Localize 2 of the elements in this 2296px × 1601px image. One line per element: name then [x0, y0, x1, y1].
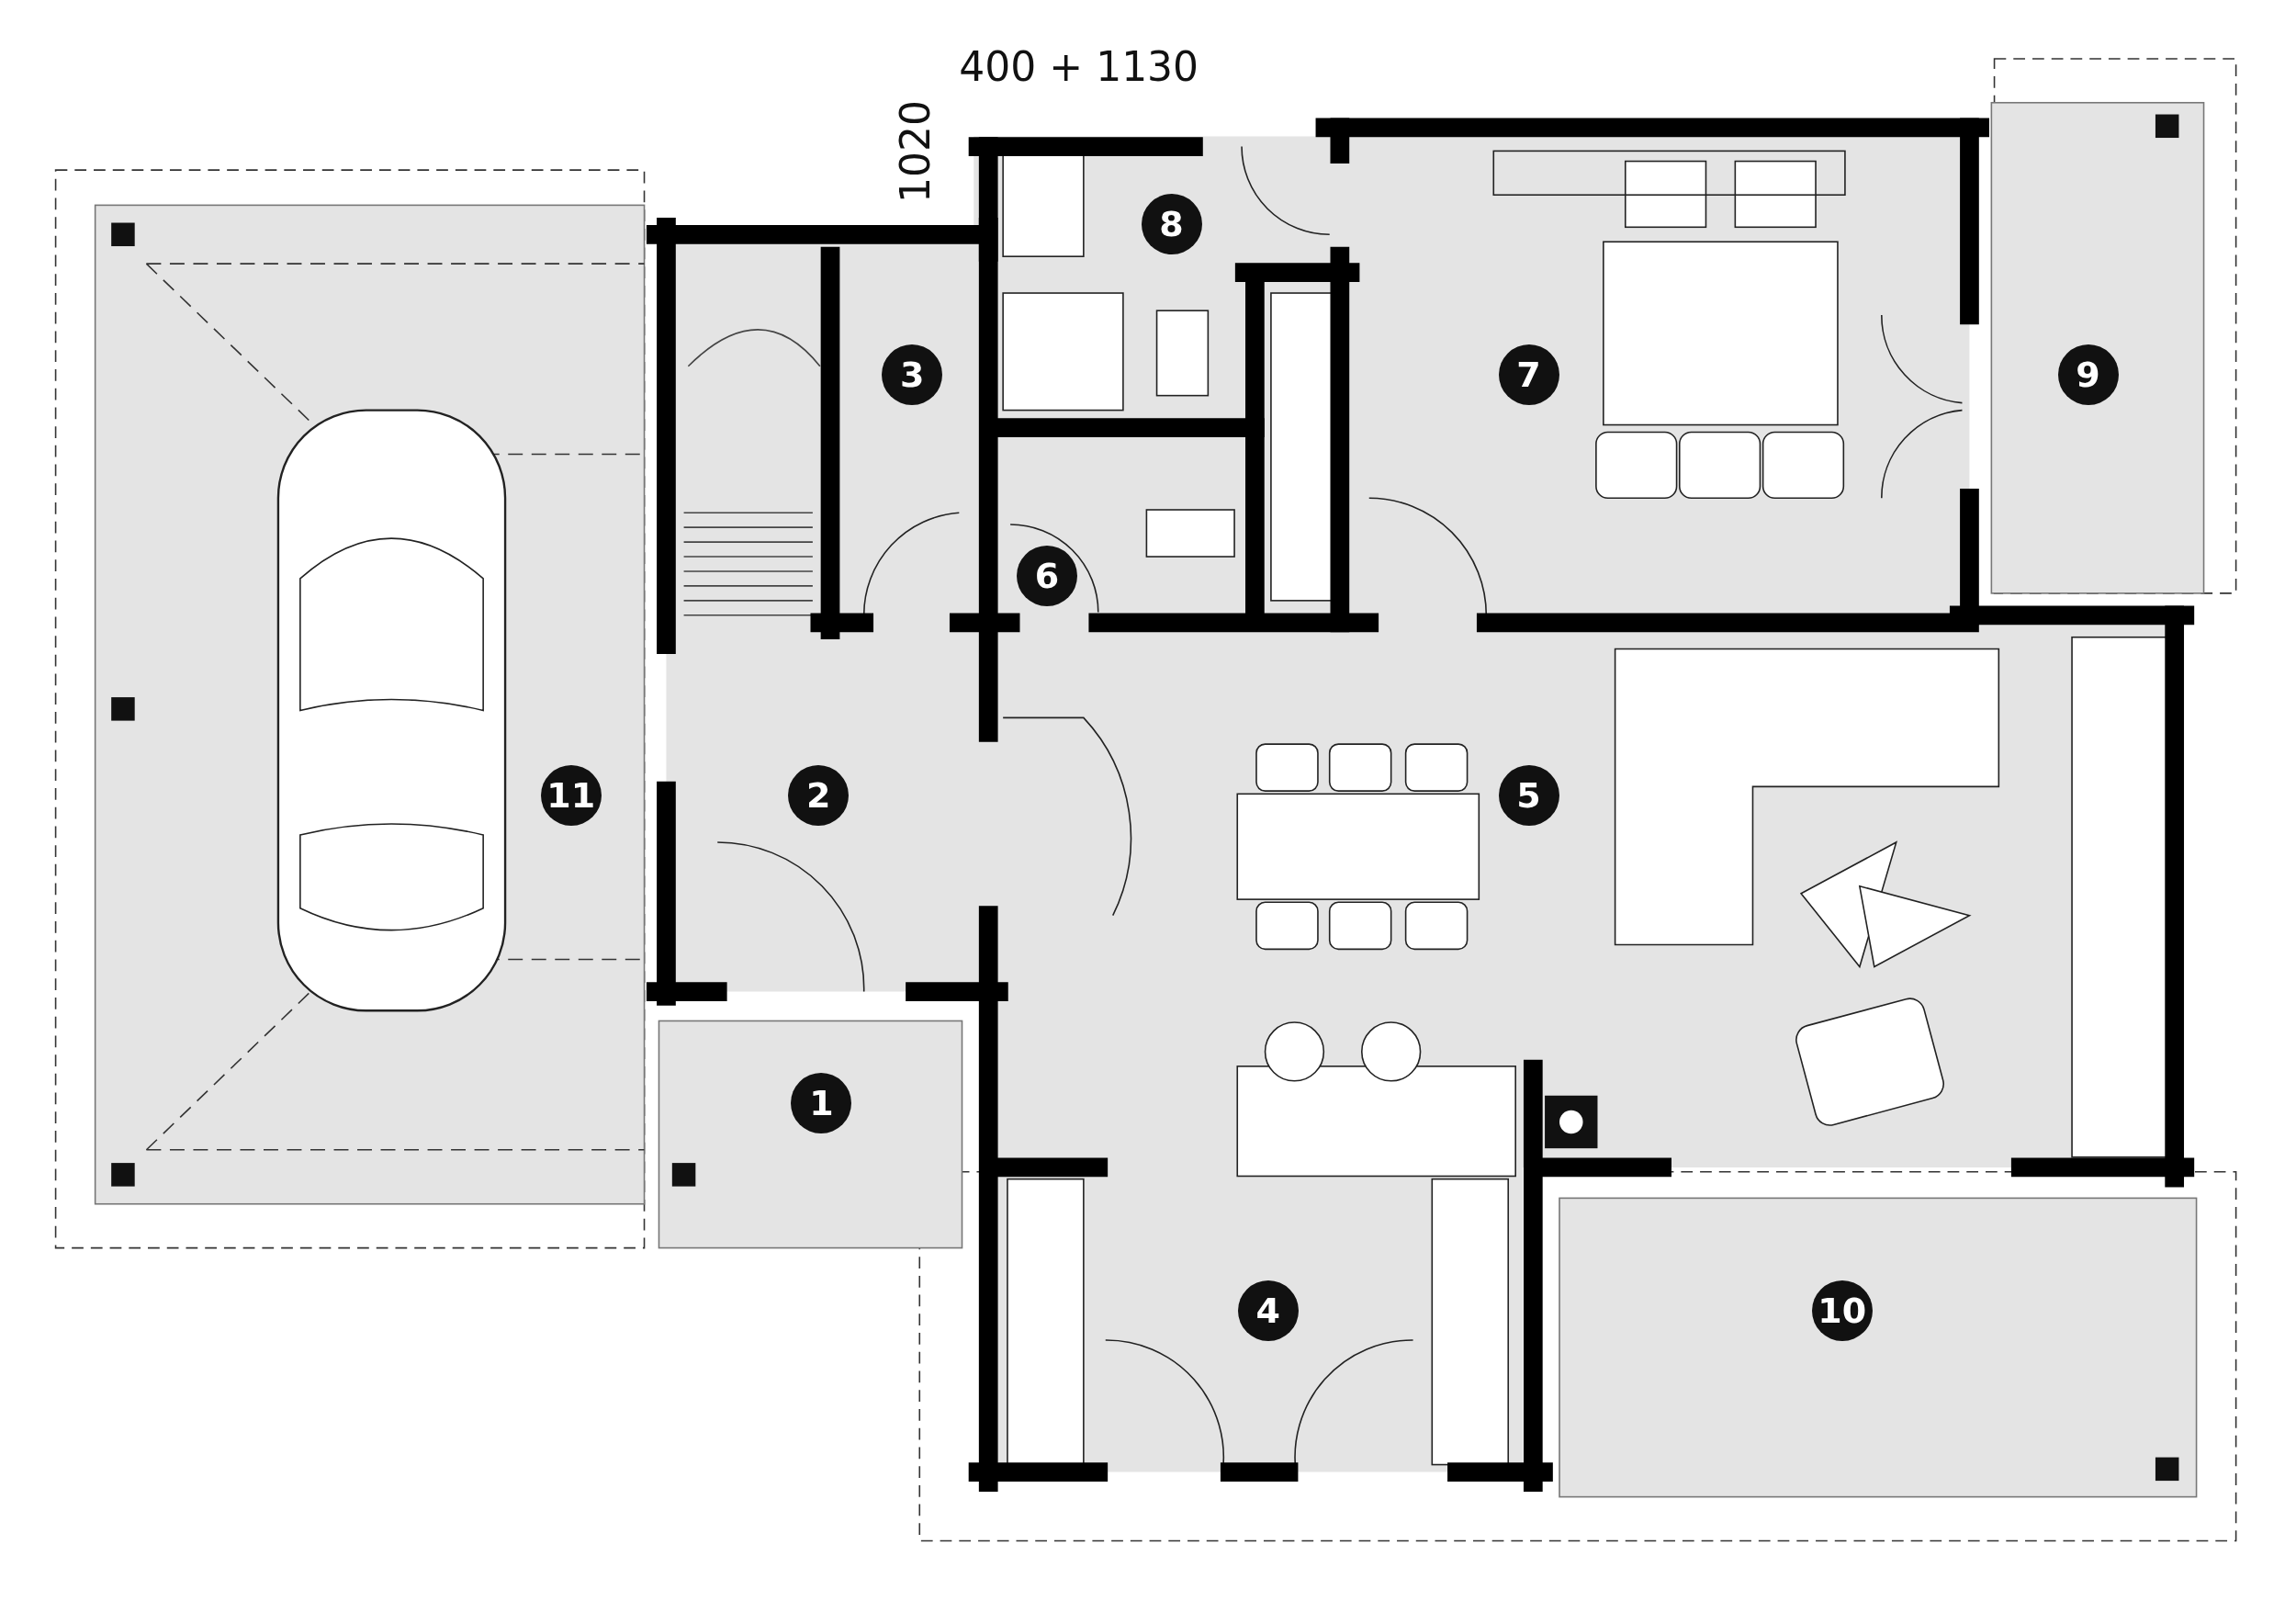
dimension-label: 400 + 1130: [959, 47, 1199, 87]
dimension-label: 1020: [895, 100, 936, 204]
